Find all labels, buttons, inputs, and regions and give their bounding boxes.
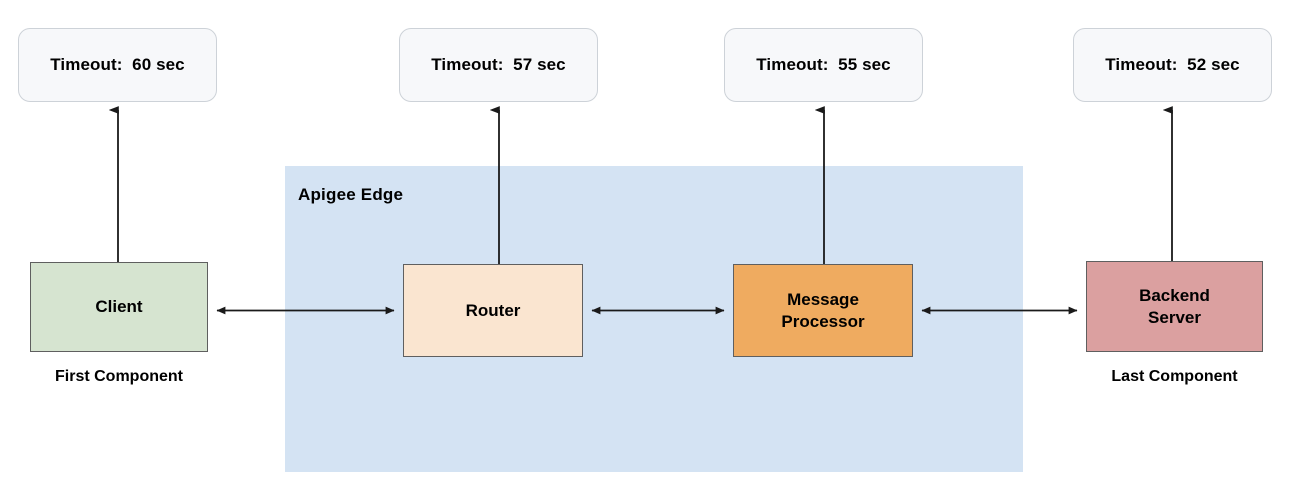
apigee-edge-label: Apigee Edge xyxy=(298,185,404,204)
timeout-callout-backend-server: Timeout: 52 sec xyxy=(1073,28,1272,102)
caption-last-component: Last Component xyxy=(1111,368,1238,385)
timeout-callout-router-text: Timeout: 57 sec xyxy=(431,55,566,74)
component-router-label: Router xyxy=(465,300,521,320)
component-message-processor: Message Processor xyxy=(733,264,913,357)
component-client: Client xyxy=(30,262,208,352)
timeout-callout-message-processor-text: Timeout: 55 sec xyxy=(756,55,891,74)
timeout-callout-client: Timeout: 60 sec xyxy=(18,28,217,102)
timeout-callout-client-text: Timeout: 60 sec xyxy=(50,55,185,74)
component-backend-server: Backend Server xyxy=(1086,261,1263,352)
caption-first-component: First Component xyxy=(55,368,183,385)
component-router: Router xyxy=(403,264,583,357)
timeout-callout-message-processor: Timeout: 55 sec xyxy=(724,28,923,102)
timeout-callout-router: Timeout: 57 sec xyxy=(399,28,598,102)
timeout-callout-backend-server-text: Timeout: 52 sec xyxy=(1105,55,1240,74)
component-client-label: Client xyxy=(95,297,143,317)
component-backend-server-label: Backend Server xyxy=(1139,285,1210,327)
component-message-processor-label: Message Processor xyxy=(781,289,865,331)
